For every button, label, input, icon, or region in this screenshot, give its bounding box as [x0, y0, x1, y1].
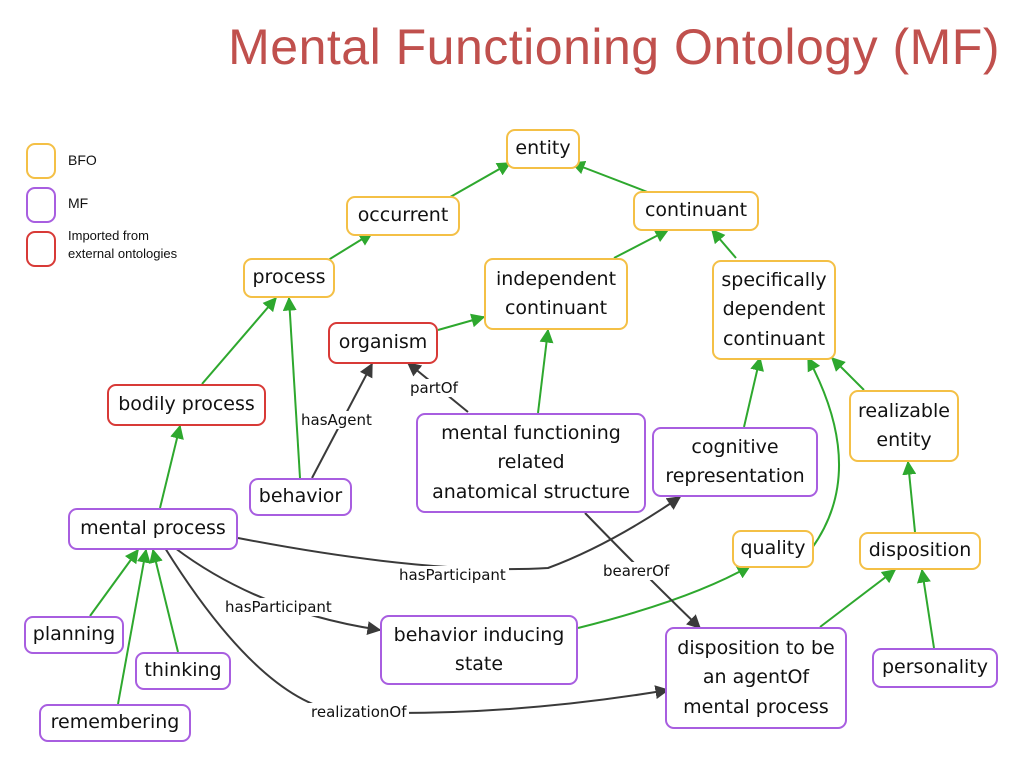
edge-dispagent-disposition [819, 569, 897, 628]
edge-personality-disposition [916, 568, 935, 649]
node-behavior-inducing-state: behavior inducing state [380, 615, 578, 685]
node-realizable-entity: realizable entity [849, 390, 959, 462]
label-hasparticipant-1: hasParticipant [396, 566, 509, 584]
label-hasparticipant-2: hasParticipant [222, 598, 335, 616]
node-specifically-dependent-continuant: specifically dependent continuant [712, 260, 836, 360]
edge-disposition-realizable [902, 460, 917, 533]
edge-organism-independent [437, 313, 486, 331]
edge-planning-mental [89, 548, 139, 617]
edge-bodily-process [201, 296, 277, 385]
node-bodily-process: bodily process [107, 384, 266, 426]
legend-bfo-swatch [26, 143, 56, 179]
edge-mental-hasparticipant-cogrep [237, 496, 682, 571]
node-disposition-agent-of-mental-process: disposition to be an agentOf mental proc… [665, 627, 847, 729]
edge-behavior-process [282, 296, 301, 479]
edge-independent-continuant [613, 229, 670, 259]
edge-bis-quality [577, 565, 752, 629]
edge-occurrent-entity [444, 162, 512, 201]
edge-thinking-mental [149, 548, 179, 653]
node-independent-continuant: independent continuant [484, 258, 628, 330]
node-behavior: behavior [249, 478, 352, 516]
label-realizationof: realizationOf [308, 703, 410, 721]
edge-continuant-entity [570, 160, 651, 194]
node-remembering: remembering [39, 704, 191, 742]
node-cognitive-representation: cognitive representation [652, 427, 818, 497]
node-organism: organism [328, 322, 438, 364]
label-partof: partOf [407, 379, 461, 397]
legend-external-label: Imported from external ontologies [68, 228, 178, 262]
edge-mfars-independent [537, 328, 554, 414]
legend-external-swatch [26, 231, 56, 267]
legend-bfo-label: BFO [68, 152, 97, 168]
node-planning: planning [24, 616, 124, 654]
legend-mf-label: MF [68, 195, 89, 211]
node-quality: quality [732, 530, 814, 568]
slide-title: Mental Functioning Ontology (MF) [228, 19, 1000, 75]
edge-process-occurrent [324, 232, 374, 263]
edge-mental-bodily [159, 424, 184, 509]
node-disposition: disposition [859, 532, 981, 570]
legend-mf-swatch [26, 187, 56, 223]
label-bearerof: bearerOf [600, 562, 673, 580]
node-mental-functioning-anatomical-structure: mental functioning related anatomical st… [416, 413, 646, 513]
edge-mental-hasparticipant-bis [174, 547, 382, 636]
node-entity: entity [506, 129, 580, 169]
node-continuant: continuant [633, 191, 759, 231]
node-mental-process: mental process [68, 508, 238, 550]
node-thinking: thinking [135, 652, 231, 690]
node-process: process [243, 258, 335, 298]
edge-sdc-continuant [711, 228, 737, 259]
node-occurrent: occurrent [346, 196, 460, 236]
edge-quality-sdc [807, 356, 841, 549]
node-personality: personality [872, 648, 998, 688]
edge-remembering-mental [117, 548, 151, 705]
label-hasagent: hasAgent [298, 411, 375, 429]
edge-realizable-sdc [831, 357, 865, 391]
edge-cogrep-sdc [743, 356, 764, 428]
